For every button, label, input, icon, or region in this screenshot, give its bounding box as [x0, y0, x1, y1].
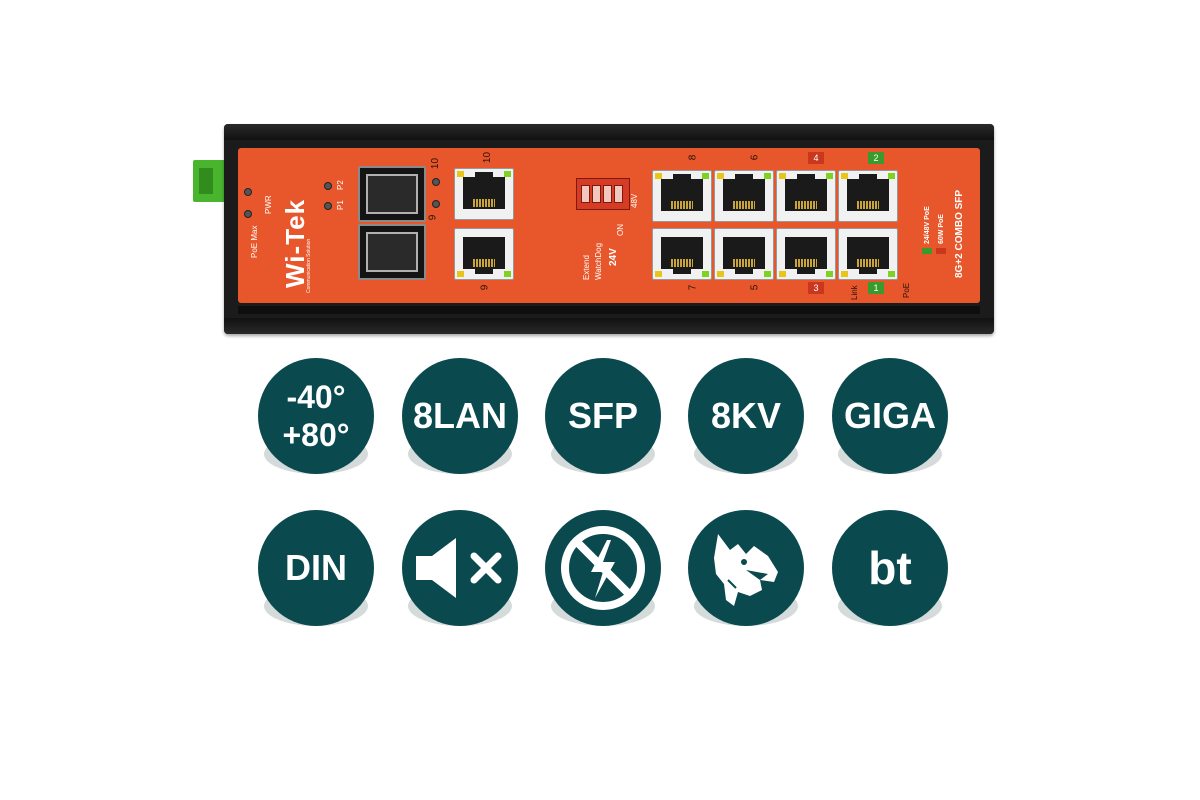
industrial-switch: PoE Max PWR Wi-Tek Communication Solutio… [224, 124, 994, 334]
panel-bottom-stripe [238, 306, 980, 314]
dip-key-3[interactable] [603, 185, 612, 203]
legend-24-48v: 24/48V PoE [924, 206, 931, 244]
link-label: Link [850, 285, 859, 300]
port-5-number: 5 [749, 284, 761, 291]
feature-sfp: SFP [543, 358, 663, 478]
dip-24v-label: 24V [608, 248, 619, 266]
rail-bottom [224, 318, 994, 334]
rj45-port-6[interactable] [714, 170, 774, 222]
rj45-port-4[interactable] [776, 170, 836, 222]
sfp-port-9[interactable] [358, 224, 426, 280]
pwr-led [244, 210, 252, 218]
pwr-label: PWR [264, 195, 273, 214]
din-rail-clip [193, 160, 225, 202]
sfp-10-number: 10 [430, 157, 442, 170]
model-label: 8G+2 COMBO SFP [954, 189, 965, 278]
dip-key-4[interactable] [614, 185, 623, 203]
feature-din: DIN [256, 510, 376, 630]
feature-8lan: 8LAN [400, 358, 520, 478]
p2-led [324, 182, 332, 190]
poe-legend-red [936, 248, 946, 254]
dip-48v-label: 48V [630, 193, 639, 208]
legend-60w: 60W PoE [938, 214, 945, 244]
rj45-port-9[interactable] [454, 228, 514, 280]
sfp-10-led [432, 178, 440, 186]
feature-temperature: -40° +80° [256, 358, 376, 478]
p1-led [324, 202, 332, 210]
rj45-port-1[interactable] [838, 228, 898, 280]
feature-8kv: 8KV [686, 358, 806, 478]
dip-on-label: ON [616, 224, 625, 236]
feature-giga: GIGA [830, 358, 950, 478]
port-6-number: 6 [749, 154, 761, 161]
front-panel: PoE Max PWR Wi-Tek Communication Solutio… [238, 148, 980, 303]
sfp-9-number: 9 [427, 214, 439, 221]
poe-max-led [244, 188, 252, 196]
din-text: DIN [285, 547, 347, 588]
rail-top [224, 124, 994, 140]
rj45-port-2[interactable] [838, 170, 898, 222]
bt-text: bt [868, 542, 912, 594]
sfp-port-10[interactable] [358, 166, 426, 222]
poe-label: PoE [902, 282, 911, 298]
8lan-text: 8LAN [412, 395, 507, 436]
rj45-port-8[interactable] [652, 170, 712, 222]
dog-icon [714, 534, 778, 606]
8kv-text: 8KV [710, 395, 782, 436]
dip-extend-label: Extend [582, 255, 591, 280]
combo-10-number: 10 [482, 151, 494, 164]
feature-watchdog [686, 510, 806, 630]
dip-key-2[interactable] [592, 185, 601, 203]
poe-max-label: PoE Max [250, 225, 259, 258]
dip-switch[interactable] [576, 178, 630, 210]
muted-speaker-icon [416, 538, 502, 598]
dip-key-1[interactable] [581, 185, 590, 203]
giga-text: GIGA [843, 395, 936, 436]
temperature-text: -40° +80° [282, 379, 350, 453]
poe-legend-green [922, 248, 932, 254]
port-2-tag: 2 [868, 152, 884, 164]
port-4-tag: 4 [808, 152, 824, 164]
rj45-port-3[interactable] [776, 228, 836, 280]
feature-fanless [400, 510, 520, 630]
sfp-9-led [432, 200, 440, 208]
brand-tagline: Communication Solution [306, 238, 312, 293]
port-1-tag: 1 [868, 282, 884, 294]
p1-label: P1 [336, 200, 345, 210]
rj45-port-7[interactable] [652, 228, 712, 280]
feature-bt: bt [830, 510, 950, 630]
p2-label: P2 [336, 180, 345, 190]
port-7-number: 7 [687, 284, 699, 291]
rj45-port-10[interactable] [454, 168, 514, 220]
feature-lightning [543, 510, 663, 630]
no-lightning-icon [561, 526, 645, 610]
dip-watchdog-label: WatchDog [594, 242, 603, 280]
port-3-tag: 3 [808, 282, 824, 294]
sfp-text: SFP [567, 395, 638, 436]
port-8-number: 8 [687, 154, 699, 161]
combo-9-number: 9 [479, 284, 491, 291]
rj45-port-5[interactable] [714, 228, 774, 280]
